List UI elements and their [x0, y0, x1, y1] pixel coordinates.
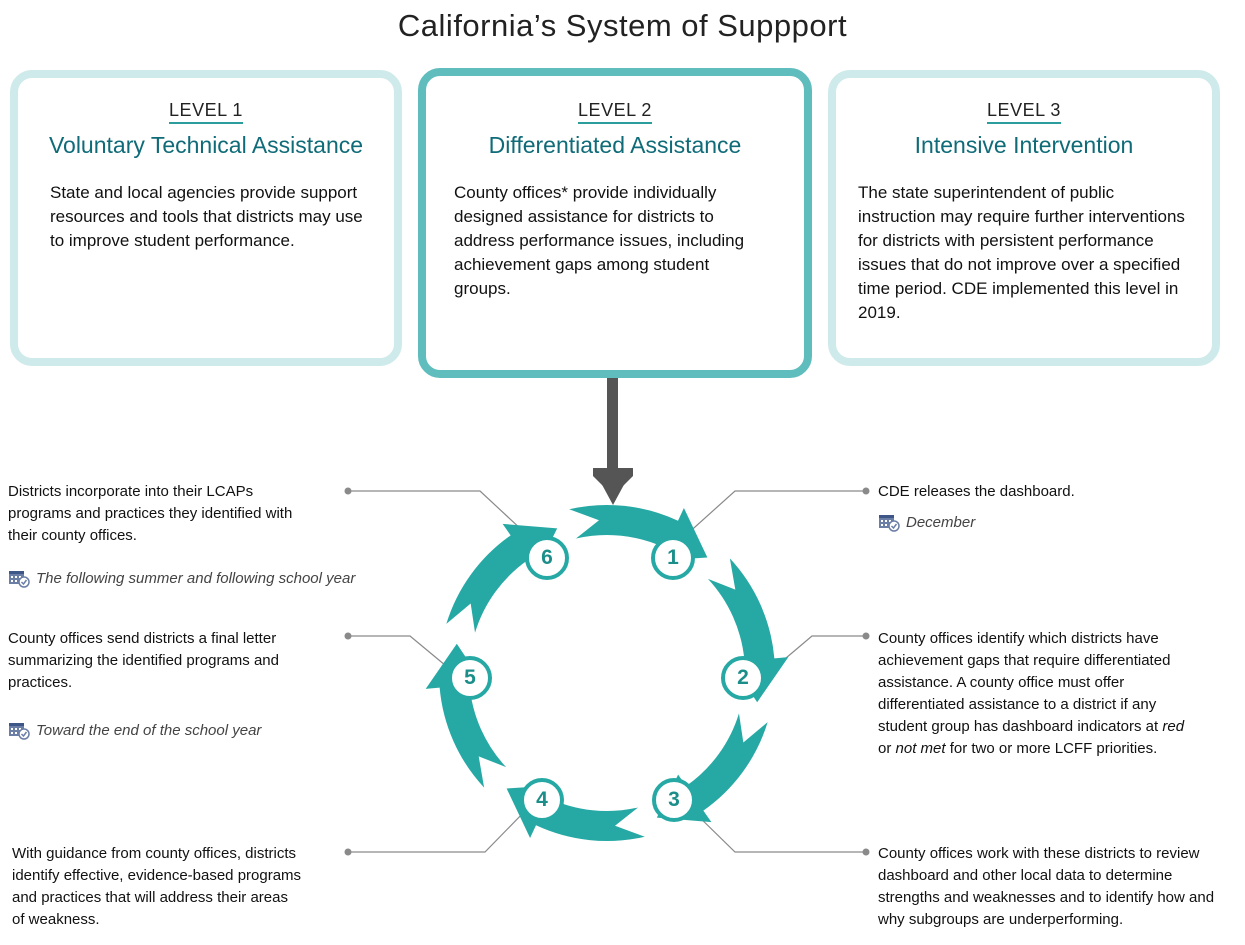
- cycle-arrow-segment: [707, 558, 789, 703]
- calendar-check-icon: [879, 515, 900, 532]
- step-1-timing-label: December: [906, 513, 976, 531]
- step-2-text-a: County offices identify which districts …: [878, 630, 1171, 735]
- step-2-text-b: or: [878, 740, 896, 757]
- step-2-text-red: red: [1162, 718, 1185, 735]
- down-arrow-icon: [593, 378, 633, 505]
- step-5-text: County offices send districts a final le…: [8, 630, 279, 691]
- cycle-arrow-segment: [425, 643, 507, 788]
- step-5-number: 5: [448, 656, 492, 700]
- level-3-description: The state superintendent of public instr…: [858, 183, 1185, 322]
- step-6-text: Districts incorporate into their LCAPs p…: [8, 483, 293, 544]
- step-6-timing: The following summer and following schoo…: [8, 568, 368, 588]
- step-3-text: County offices work with these districts…: [878, 845, 1215, 928]
- step-5-timing-label: Toward the end of the school year: [36, 721, 262, 739]
- cycle-ring: [425, 505, 789, 841]
- level-3-card: LEVEL 3 Intensive Intervention The state…: [828, 70, 1220, 366]
- step-2-text-c: for two or more LCFF priorities.: [945, 740, 1158, 757]
- level-2-number: LEVEL 2: [578, 100, 652, 124]
- level-1-name: Voluntary Technical Assistance: [48, 132, 364, 158]
- step-4-text: With guidance from county offices, distr…: [12, 845, 302, 928]
- page-title: California’s System of Suppport: [397, 8, 848, 43]
- step-6-timing-label: The following summer and following schoo…: [36, 569, 356, 587]
- level-1-description: State and local agencies provide support…: [50, 183, 363, 250]
- level-2-name: Differentiated Assistance: [488, 132, 742, 158]
- calendar-check-icon: [9, 571, 30, 588]
- calendar-check-icon: [9, 723, 30, 740]
- level-2-card: LEVEL 2 Differentiated Assistance County…: [418, 68, 812, 378]
- level-2-description: County offices* provide individually des…: [454, 183, 745, 298]
- leader-dots: [344, 487, 870, 856]
- step-2-number: 2: [721, 656, 765, 700]
- level-1-card: LEVEL 1 Voluntary Technical Assistance S…: [10, 70, 402, 366]
- step-1-text: CDE releases the dashboard.: [878, 483, 1075, 500]
- level-1-number: LEVEL 1: [169, 100, 243, 124]
- step-2-text-not-met: not met: [895, 740, 946, 757]
- leader-lines: [348, 490, 866, 853]
- step-3-number: 3: [652, 778, 696, 822]
- level-3-number: LEVEL 3: [987, 100, 1061, 124]
- step-4-number: 4: [520, 778, 564, 822]
- level-3-name: Intensive Intervention: [914, 132, 1134, 158]
- step-1-number: 1: [651, 536, 695, 580]
- step-1-timing: December: [878, 512, 1078, 532]
- step-6-number: 6: [525, 536, 569, 580]
- step-5-timing: Toward the end of the school year: [8, 720, 308, 740]
- step-2-text: County offices identify which districts …: [878, 628, 1198, 760]
